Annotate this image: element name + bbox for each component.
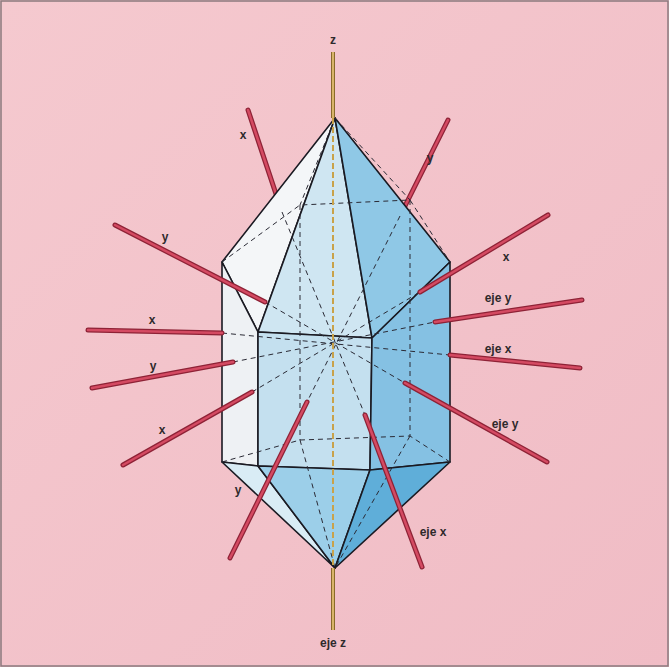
axis-label: x	[240, 129, 247, 141]
axis-label: x	[159, 424, 166, 436]
quartz-crystal	[222, 118, 450, 568]
axis-label: eje z	[320, 637, 346, 649]
axis-rods-front	[88, 215, 582, 567]
axis-label: eje x	[420, 526, 447, 538]
hidden-edges	[222, 118, 450, 568]
axis-label: y	[235, 484, 242, 496]
axis-label: y	[162, 231, 169, 243]
axis-label: z	[330, 34, 336, 46]
axis-label: eje y	[492, 418, 519, 430]
axis-label: eje y	[485, 292, 512, 304]
axis-label: eje x	[485, 343, 512, 355]
axis-label: y	[427, 152, 434, 164]
axis-label: x	[149, 314, 156, 326]
axis-label: x	[503, 251, 510, 263]
axis-label: y	[150, 360, 157, 372]
z-axis	[333, 52, 334, 630]
